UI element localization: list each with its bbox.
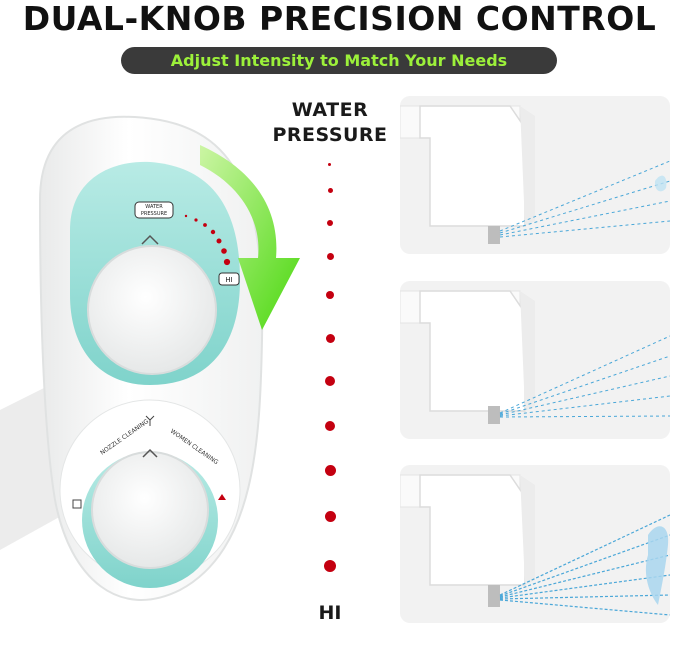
water-pressure-label: WATER PRESSURE [270,98,390,148]
nozzle-spray-medium [400,281,670,439]
scale-dot [324,560,336,572]
scale-dot [326,291,334,299]
scale-dot [327,220,333,226]
subtitle-banner: Adjust Intensity to Match Your Needs [121,47,557,74]
rotate-arrow-icon [200,145,300,330]
scale-dot [325,334,335,343]
svg-text:HI: HI [225,276,232,284]
scale-dot [325,376,335,386]
mode-knob [91,451,209,569]
female-icon [218,494,226,500]
scale-dot [327,188,333,193]
hi-label: HI [318,602,342,624]
pressure-scale-dots [320,150,340,590]
nozzle-spray-low [400,96,670,254]
pressure-knob [87,245,217,375]
scale-dot [326,253,334,260]
scale-dot [328,163,331,166]
subtitle-text: Adjust Intensity to Match Your Needs [170,51,508,70]
scale-dot [324,511,336,522]
svg-text:WATER: WATER [145,204,163,210]
bidet-control-panel: WATER PRESSURE HI NOZZLE CLEANING WOMEN … [0,115,300,601]
svg-text:PRESSURE: PRESSURE [141,211,167,217]
water-pressure-label-line2: PRESSURE [272,124,388,146]
nozzle-spray-high [400,465,670,623]
nozzle-icon [72,499,82,509]
shower-icon [145,415,155,426]
water-pressure-label-line1: WATER [291,99,369,121]
scale-dot [324,465,336,476]
page-title: DUAL-KNOB PRECISION CONTROL [22,0,657,38]
chevron-up-icon [142,448,158,458]
scale-dot [325,421,335,431]
chevron-up-icon [141,234,159,245]
